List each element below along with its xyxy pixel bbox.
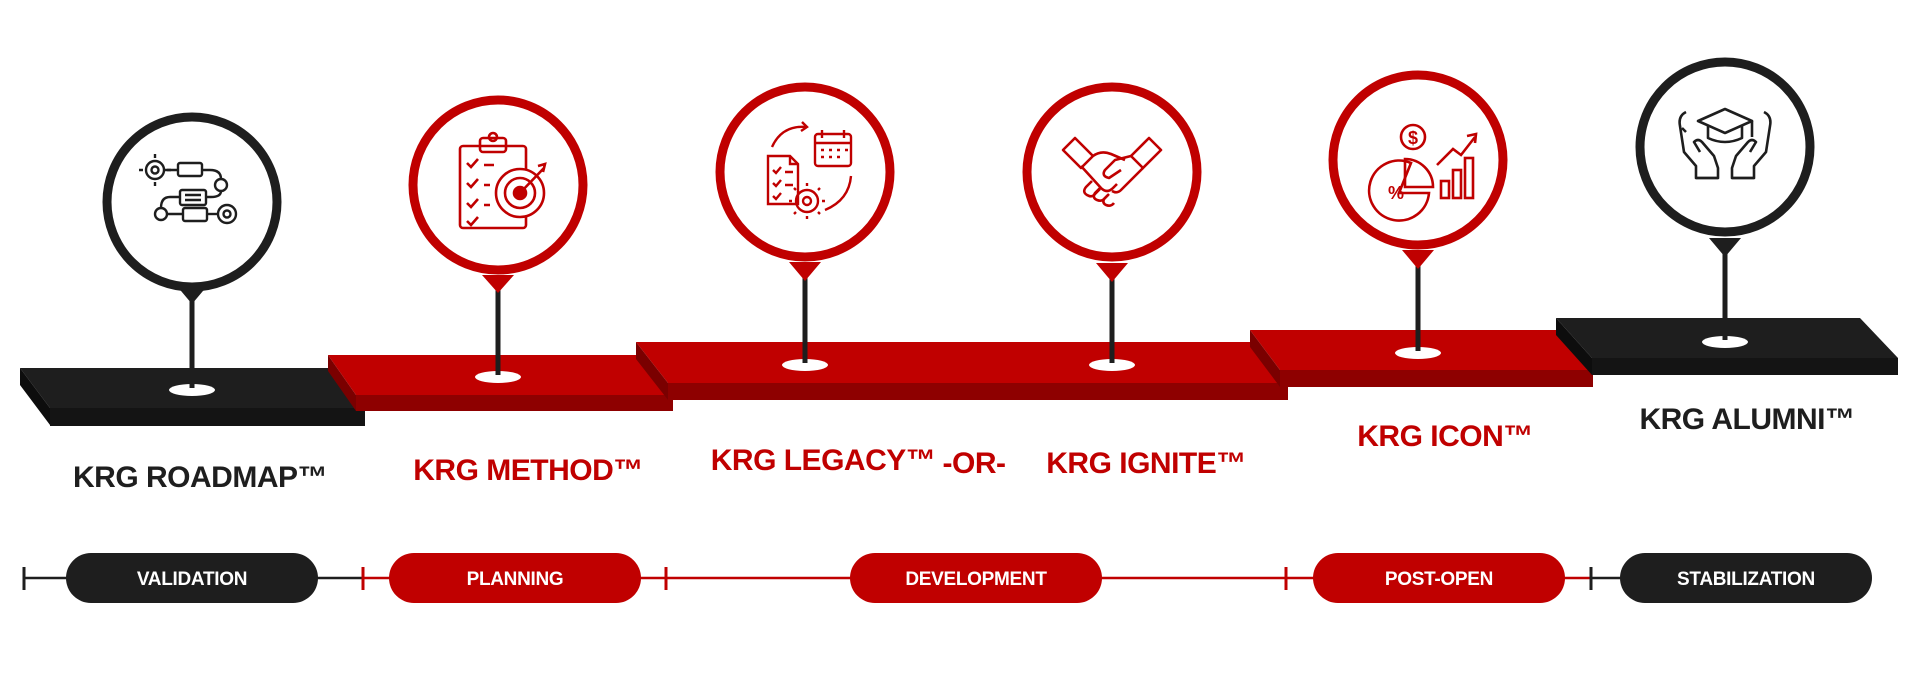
stage-label-icon: KRG ICON™ — [1357, 420, 1533, 453]
pin-legacy — [715, 82, 895, 371]
pin-roadmap — [102, 112, 282, 396]
process-flow-icon — [139, 154, 238, 225]
phase-post-open: POST-OPEN — [1313, 553, 1565, 603]
svg-text:%: % — [1388, 183, 1404, 203]
handshake-icon — [1061, 136, 1163, 207]
platform-legacy-ignite — [636, 342, 1288, 400]
stage-label-method: KRG METHOD™ — [413, 454, 643, 487]
or-separator: -OR- — [943, 447, 1006, 480]
pin-alumni — [1635, 57, 1815, 348]
stage-labels: KRG ROADMAP™ KRG METHOD™ KRG LEGACY™ -OR… — [73, 403, 1855, 494]
phase-label-validation: VALIDATION — [137, 569, 247, 590]
phase-validation: VALIDATION — [66, 553, 318, 603]
stage-label-roadmap: KRG ROADMAP™ — [73, 461, 327, 494]
graduation-hands-icon — [1678, 107, 1772, 180]
phase-development: DEVELOPMENT — [850, 553, 1102, 603]
stage-label-legacy: KRG LEGACY™ — [711, 444, 936, 477]
phase-label-post-open: POST-OPEN — [1385, 569, 1493, 590]
clipboard-target-icon — [458, 131, 547, 230]
phase-timeline: VALIDATION PLANNING DEVELOPMENT POST-OPE… — [22, 553, 1872, 603]
stage-label-alumni: KRG ALUMNI™ — [1639, 403, 1854, 436]
phase-planning: PLANNING — [389, 553, 641, 603]
pin-ignite — [1022, 82, 1202, 371]
phase-stabilization: STABILIZATION — [1620, 553, 1872, 603]
pin-method — [408, 95, 588, 383]
phase-label-development: DEVELOPMENT — [905, 569, 1047, 590]
phase-label-stabilization: STABILIZATION — [1677, 569, 1815, 590]
phase-label-planning: PLANNING — [467, 569, 564, 590]
pin-icon: $ % — [1328, 70, 1508, 359]
stage-label-ignite: KRG IGNITE™ — [1046, 447, 1246, 480]
growth-chart-icon: $ % — [1367, 123, 1478, 222]
svg-text:$: $ — [1408, 128, 1418, 148]
platforms — [20, 318, 1898, 426]
planning-cycle-icon — [766, 121, 853, 219]
